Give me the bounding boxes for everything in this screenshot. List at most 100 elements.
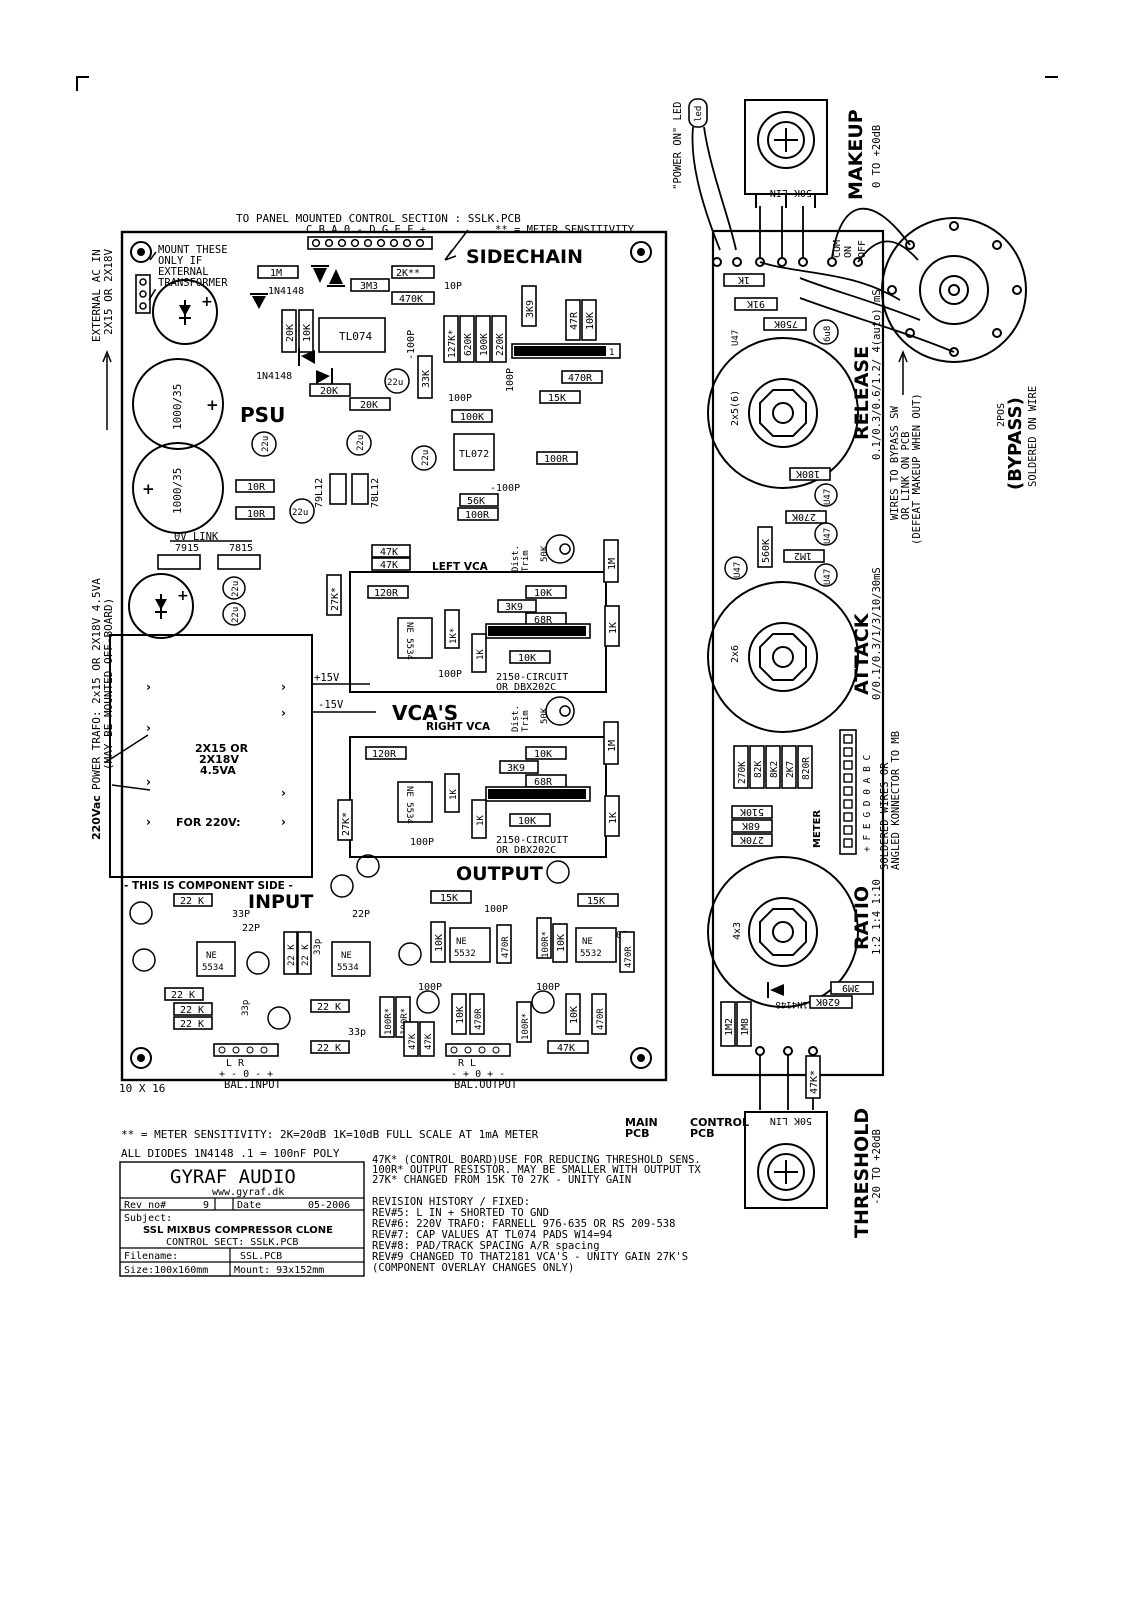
solder-note-2: ANGLED KONNECTOR TO MB xyxy=(890,731,902,870)
svg-text:50K LIN: 50K LIN xyxy=(770,1115,812,1126)
control-panel-pcb: "POWER ON" LED led 50K LIN MAKEUP 0 TO +… xyxy=(672,98,1039,1238)
svg-text:33p: 33p xyxy=(241,1000,251,1016)
control-pcb-label: CONTROL xyxy=(690,1116,749,1129)
ratio-range: 1:2 1:4 1:10 xyxy=(871,879,883,955)
meter-connector xyxy=(839,729,857,855)
svg-text:FOR 220V:: FOR 220V: xyxy=(176,816,241,829)
svg-text:470R: 470R xyxy=(596,1008,606,1030)
regulator-7915-body xyxy=(157,554,201,570)
svg-text:1K*: 1K* xyxy=(449,628,459,644)
svg-text:LEFT VCA: LEFT VCA xyxy=(432,561,489,573)
release-range: 0.1/0.3/0.6/1.2/ 4(auto) mS xyxy=(871,289,883,460)
main-board-outline xyxy=(120,230,668,1082)
resistor-100r-psu: 100R xyxy=(536,451,578,465)
meter-label: METER xyxy=(812,810,823,848)
svg-text:15K: 15K xyxy=(587,896,605,907)
svg-text:›: › xyxy=(281,706,286,720)
svg-text:22 K: 22 K xyxy=(317,1043,341,1054)
meter-pins: + F E G D 0 A B C xyxy=(862,755,873,852)
svg-text:2x6: 2x6 xyxy=(730,645,741,663)
svg-text:10K: 10K xyxy=(556,934,567,952)
svg-text:33P: 33P xyxy=(232,909,250,920)
bal-output-label: BAL.OUTPUT xyxy=(454,1079,518,1091)
svg-text:68R: 68R xyxy=(534,615,553,626)
resistors-20k-10k: 20K 10K xyxy=(281,309,314,353)
svg-text:5532: 5532 xyxy=(580,949,602,959)
svg-text:47K*: 47K* xyxy=(809,1070,820,1094)
svg-text:20K: 20K xyxy=(360,400,378,411)
svg-text:TL074: TL074 xyxy=(339,330,372,343)
release-resistors: 180K U47 270K U47 560K 1M2 U47 U47 xyxy=(724,467,838,587)
svg-text:22 K: 22 K xyxy=(301,944,311,966)
label-1n4148: 1N4148 xyxy=(268,286,304,297)
svg-text:1N4148: 1N4148 xyxy=(775,999,808,1009)
svg-text:NE 5534: NE 5534 xyxy=(404,622,414,660)
svg-text:270K: 270K xyxy=(737,761,748,784)
svg-text:50K: 50K xyxy=(540,545,550,562)
svg-text:33K: 33K xyxy=(421,370,432,388)
subject-label: Subject: xyxy=(124,1213,172,1224)
section-input: INPUT xyxy=(248,891,313,913)
svg-text:OR DBX202C: OR DBX202C xyxy=(496,845,556,856)
mount-note-4: TRANSFORMER xyxy=(158,277,228,289)
rev-6: REV#6: 220V TRAFO: FARNELL 976-635 OR RS… xyxy=(372,1218,675,1230)
svg-text:10K: 10K xyxy=(455,1006,466,1024)
label-com: COM xyxy=(832,240,843,258)
svg-text:U47: U47 xyxy=(823,569,833,585)
bal-input-label: BAL.INPUT xyxy=(224,1079,282,1091)
svg-text:R L: R L xyxy=(458,1058,476,1069)
svg-text:33p: 33p xyxy=(313,939,323,955)
svg-text:79L12: 79L12 xyxy=(314,478,325,508)
main-pcb-label: MAIN xyxy=(625,1116,658,1129)
svg-text:1K: 1K xyxy=(449,789,459,800)
header-connector xyxy=(307,236,433,250)
power-transformer: 2X15 OR 2X18V 4.5VA FOR 220V: ›› ›› ›› ›… xyxy=(109,634,313,878)
svg-text:4x3: 4x3 xyxy=(732,922,743,940)
rev-no-label: Rev no# xyxy=(124,1200,166,1211)
svg-text:›: › xyxy=(146,815,151,829)
date-value: 05-2006 xyxy=(308,1200,350,1211)
svg-text:22u: 22u xyxy=(231,581,241,597)
side-label-ac: EXTERNAL AC IN xyxy=(90,249,103,342)
caps-22u-mid xyxy=(129,854,570,1030)
svg-text:1000/35: 1000/35 xyxy=(171,468,184,514)
resistors-10r: 10R 10R xyxy=(235,479,275,520)
threshold-label: THRESHOLD xyxy=(851,1108,873,1238)
size-label: Size:100x160mm xyxy=(124,1265,208,1276)
attack-range: 0/0.1/0.3/1/3/10/30mS xyxy=(871,567,883,700)
svg-text:3M9: 3M9 xyxy=(842,982,860,993)
threshold-pot: 50K LIN xyxy=(744,1111,828,1209)
svg-text:47K: 47K xyxy=(380,547,398,558)
svg-text:100P: 100P xyxy=(438,669,462,680)
svg-text:10R: 10R xyxy=(247,509,266,520)
threshold-pads xyxy=(755,1046,818,1110)
svg-text:100P: 100P xyxy=(536,982,560,993)
note-100r: 100R* OUTPUT RESISTOR. MAY BE SMALLER WI… xyxy=(372,1164,701,1176)
svg-text:100R*: 100R* xyxy=(521,1013,531,1040)
svg-text:100R: 100R xyxy=(544,454,569,465)
resistor-1m-vca-right xyxy=(603,721,619,765)
mount-note-2: ONLY IF xyxy=(158,255,202,267)
svg-text:22 K: 22 K xyxy=(317,1002,341,1013)
resistor-100k-psu: 100K xyxy=(451,409,493,423)
svg-text:1M2: 1M2 xyxy=(724,1018,735,1036)
date-label: Date xyxy=(237,1200,261,1211)
svg-text:+: + xyxy=(177,588,189,604)
side-label-power-2: (MAY BE MOUNTED OFF-BOARD) xyxy=(102,598,115,770)
svg-text:1: 1 xyxy=(609,348,614,358)
svg-text:2x5(6): 2x5(6) xyxy=(730,390,741,426)
header-letters: C B A 0 - D G E F + xyxy=(306,224,426,236)
cap-22u-psu-a: 22u xyxy=(384,368,410,394)
svg-text:820R: 820R xyxy=(801,757,812,780)
resistor-array-sidechain: 127K* 620K 100K 220K xyxy=(443,315,507,363)
note-diodes: ALL DIODES 1N4148 .1 = 100nF POLY xyxy=(121,1147,340,1160)
svg-text:OR DBX202C: OR DBX202C xyxy=(496,682,556,693)
subject-sub: CONTROL SECT: SSLK.PCB xyxy=(166,1237,298,1248)
svg-text:›: › xyxy=(146,680,151,694)
svg-text:22P: 22P xyxy=(242,923,260,934)
svg-text:100K: 100K xyxy=(479,333,490,356)
control-top-pads xyxy=(712,206,863,267)
svg-text:2X18V: 2X18V xyxy=(199,753,239,766)
svg-text:100R*: 100R* xyxy=(541,931,551,958)
